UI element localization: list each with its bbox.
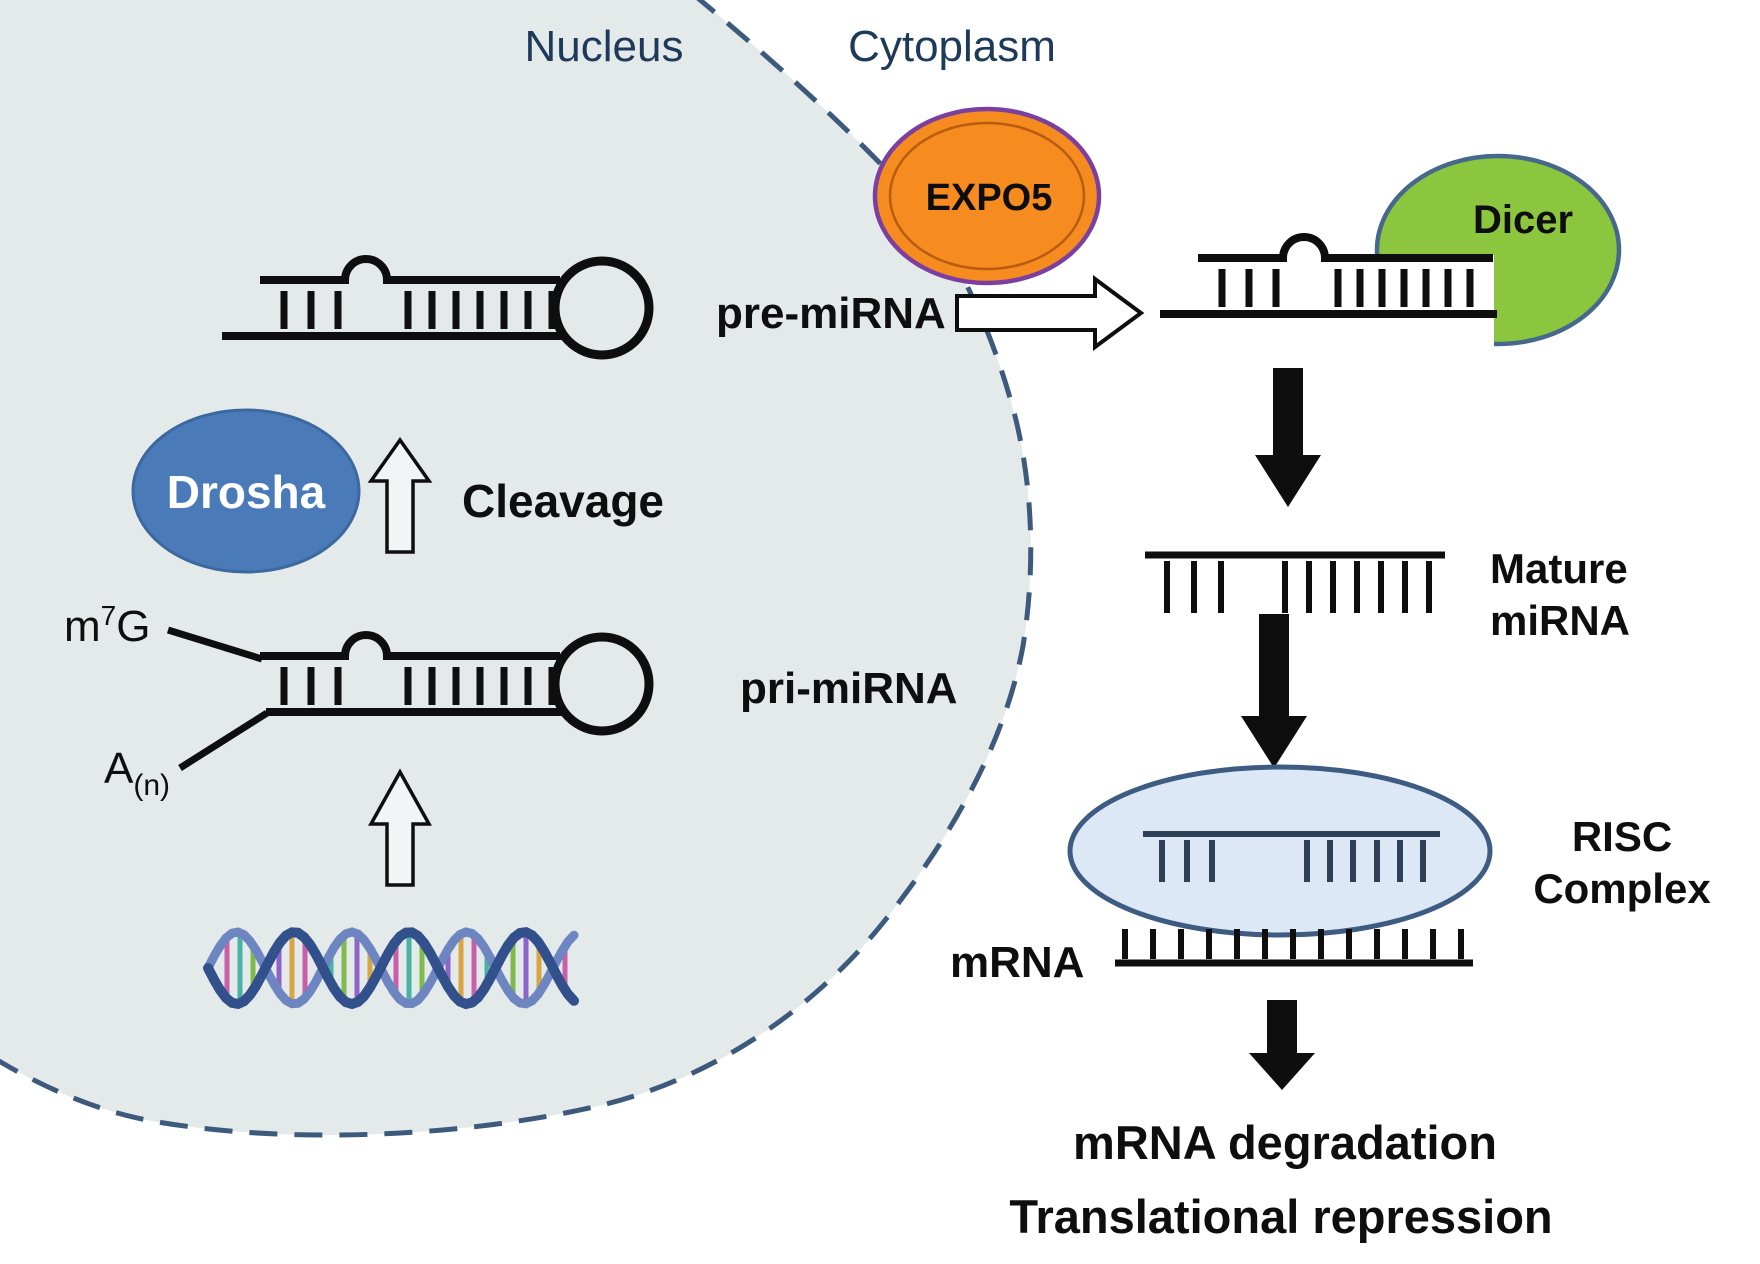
risc-guide-strand — [1143, 831, 1440, 882]
expo5-body — [872, 106, 1102, 286]
silencing-outcome-arrow — [1249, 1000, 1315, 1090]
dicer-label: Dicer — [1473, 198, 1573, 242]
pri-mirna-hairpin — [166, 626, 654, 771]
risc-complex — [1067, 764, 1493, 938]
drosha-label: Drosha — [167, 466, 326, 518]
nucleus-label: Nucleus — [525, 22, 684, 71]
mature-mirna-strand — [1145, 551, 1445, 613]
nucleus-area — [0, 0, 1031, 1136]
pre-mirna-hairpin-cytoplasm — [1160, 233, 1497, 318]
risc-label-line2: Complex — [1533, 865, 1711, 912]
rna-hairpin-structures — [166, 233, 1497, 771]
polya-tail-label: A(n) — [104, 744, 170, 802]
dicer-protein: Dicer — [1352, 153, 1622, 357]
dna-front-strand — [203, 927, 579, 1010]
mrna-label: mRNA — [950, 938, 1084, 987]
pre-mirna-hairpin-nucleus — [222, 255, 654, 360]
dna-double-helix — [203, 927, 579, 1010]
nuclear-process-arrows — [367, 436, 433, 887]
cleavage-label: Cleavage — [462, 475, 664, 527]
drosha-protein: Drosha — [131, 408, 361, 574]
expo5-inner-ring — [888, 121, 1086, 271]
mature-mirna-structure — [1145, 551, 1445, 613]
outcome-line1: mRNA degradation — [1073, 1116, 1497, 1169]
pre-mirna-label: pre-miRNA — [716, 289, 946, 338]
risc-mirna-strand — [1143, 831, 1440, 882]
exportin5-protein: EXPO5 — [872, 106, 1102, 286]
outcome-line2: Translational repression — [1009, 1190, 1552, 1243]
cytoplasm-flow-arrows — [1241, 368, 1321, 1090]
mrna-strand — [1115, 929, 1473, 967]
cytoplasm-label: Cytoplasm — [848, 22, 1056, 71]
expo5-label: EXPO5 — [926, 177, 1053, 219]
risc-label-line1: RISC — [1572, 813, 1672, 860]
mature-mirna-label-line1: Mature — [1490, 545, 1628, 592]
risc-body — [1067, 764, 1493, 938]
dicer-processing-arrow — [1255, 368, 1321, 507]
mrna-target-strand — [1115, 929, 1473, 967]
dna-back-strand — [203, 927, 579, 1009]
cap-m7g-label: m7G — [64, 600, 150, 651]
pri-mirna-label: pri-miRNA — [740, 664, 958, 713]
export-arrow — [955, 275, 1145, 351]
cleavage-arrow — [367, 436, 433, 554]
transcription-arrow — [368, 768, 432, 887]
drosha-body — [131, 408, 361, 574]
mature-mirna-label-line2: miRNA — [1490, 597, 1630, 644]
risc-loading-arrow — [1241, 614, 1307, 768]
